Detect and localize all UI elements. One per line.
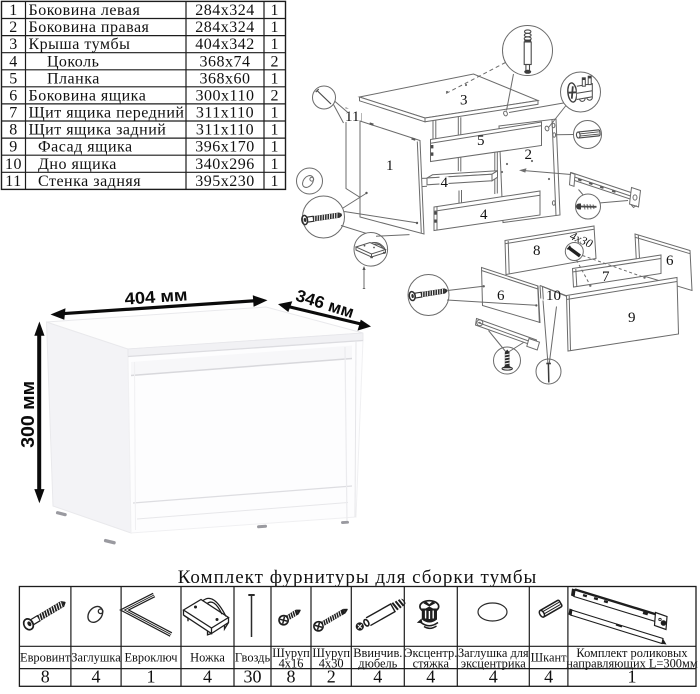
svg-text:8: 8: [9, 122, 18, 139]
svg-text:направляющих L=300мм: направляющих L=300мм: [566, 657, 698, 671]
svg-text:5: 5: [9, 70, 18, 87]
svg-text:Цоколь: Цоколь: [47, 53, 99, 70]
svg-text:6: 6: [9, 87, 18, 104]
svg-text:1: 1: [271, 105, 280, 122]
svg-text:1: 1: [386, 158, 394, 174]
svg-text:стяжка: стяжка: [413, 657, 450, 671]
svg-text:1: 1: [147, 667, 156, 687]
svg-text:284х324: 284х324: [195, 2, 255, 19]
svg-text:Заглушка для: Заглушка для: [458, 646, 529, 660]
svg-text:Боковина левая: Боковина левая: [29, 2, 141, 19]
svg-text:Боковина правая: Боковина правая: [29, 19, 150, 36]
svg-text:Планка: Планка: [47, 70, 100, 87]
svg-text:4: 4: [544, 667, 553, 687]
svg-text:Дно ящика: Дно ящика: [38, 156, 117, 173]
svg-text:Комплект роликовых: Комплект роликовых: [576, 646, 688, 660]
svg-text:5: 5: [477, 133, 485, 149]
svg-text:9: 9: [628, 310, 636, 326]
svg-text:395х230: 395х230: [195, 173, 255, 190]
svg-text:1: 1: [271, 156, 280, 173]
svg-text:396х170: 396х170: [195, 139, 255, 156]
svg-text:1: 1: [271, 70, 280, 87]
svg-text:4: 4: [9, 53, 18, 70]
svg-text:Щит ящика передний: Щит ящика передний: [29, 105, 185, 122]
svg-text:Шкант: Шкант: [531, 651, 567, 665]
svg-text:4: 4: [203, 667, 212, 687]
svg-text:1: 1: [271, 173, 280, 190]
svg-text:Щит ящика задний: Щит ящика задний: [29, 122, 167, 139]
svg-text:6: 6: [497, 288, 505, 304]
svg-text:Стенка задняя: Стенка задняя: [38, 173, 141, 190]
svg-text:1: 1: [271, 19, 280, 36]
svg-text:4: 4: [426, 667, 435, 687]
svg-text:30: 30: [244, 667, 262, 687]
svg-text:9: 9: [9, 139, 18, 156]
svg-text:Эксцентр.: Эксцентр.: [404, 646, 457, 660]
svg-text:эксцентрика: эксцентрика: [461, 657, 527, 671]
svg-text:2: 2: [525, 147, 533, 163]
svg-text:300 мм: 300 мм: [17, 381, 38, 448]
svg-text:Боковина ящика: Боковина ящика: [29, 87, 147, 104]
svg-text:1: 1: [628, 667, 637, 687]
svg-text:311х110: 311х110: [196, 105, 254, 122]
svg-text:3: 3: [9, 36, 18, 53]
svg-text:7: 7: [602, 269, 610, 285]
svg-text:Комплект фурнитуры для сборки: Комплект фурнитуры для сборки тумбы: [178, 567, 538, 588]
svg-text:368х74: 368х74: [200, 53, 251, 70]
svg-text:8: 8: [533, 243, 541, 259]
svg-text:2: 2: [271, 53, 280, 70]
svg-text:404 мм: 404 мм: [124, 285, 188, 308]
svg-text:дюбель: дюбель: [358, 657, 397, 671]
svg-text:Шуруп: Шуруп: [312, 646, 350, 660]
svg-text:2: 2: [271, 87, 280, 104]
svg-text:7: 7: [9, 105, 18, 122]
svg-text:311х110: 311х110: [196, 122, 254, 139]
svg-text:Заглушка: Заглушка: [71, 651, 121, 665]
svg-text:Ввинчив.: Ввинчив.: [353, 646, 402, 660]
svg-text:4: 4: [489, 667, 498, 687]
svg-text:284х324: 284х324: [195, 19, 255, 36]
svg-text:4: 4: [480, 207, 488, 223]
svg-text:4: 4: [92, 667, 101, 687]
svg-text:4: 4: [373, 667, 382, 687]
svg-text:1: 1: [271, 2, 280, 19]
svg-text:300х110: 300х110: [196, 87, 255, 104]
svg-text:1: 1: [9, 2, 18, 19]
svg-text:10: 10: [5, 156, 22, 173]
svg-text:1: 1: [271, 139, 280, 156]
svg-text:1: 1: [271, 36, 280, 53]
svg-text:Крыша тумбы: Крыша тумбы: [29, 36, 131, 53]
svg-text:1: 1: [271, 122, 280, 139]
svg-text:Евровинт: Евровинт: [20, 651, 71, 665]
svg-text:8: 8: [287, 667, 296, 687]
svg-text:Шуруп: Шуруп: [272, 646, 310, 660]
svg-text:Гвоздь: Гвоздь: [235, 651, 271, 665]
svg-text:4х16: 4х16: [279, 657, 304, 671]
svg-text:4: 4: [441, 175, 449, 191]
svg-text:Ножка: Ножка: [190, 651, 225, 665]
svg-text:404х342: 404х342: [195, 36, 255, 53]
svg-text:3: 3: [460, 93, 468, 109]
svg-text:2: 2: [327, 667, 336, 687]
svg-text:Евроключ: Евроключ: [124, 651, 177, 665]
svg-text:Фасад ящика: Фасад ящика: [38, 139, 133, 156]
svg-text:2: 2: [9, 19, 18, 36]
svg-text:6: 6: [666, 253, 674, 269]
svg-text:4х30: 4х30: [319, 657, 344, 671]
svg-text:8: 8: [41, 667, 50, 687]
svg-text:340х296: 340х296: [195, 156, 255, 173]
svg-text:368х60: 368х60: [200, 70, 251, 87]
svg-text:10: 10: [546, 288, 561, 304]
svg-text:11: 11: [5, 173, 21, 190]
